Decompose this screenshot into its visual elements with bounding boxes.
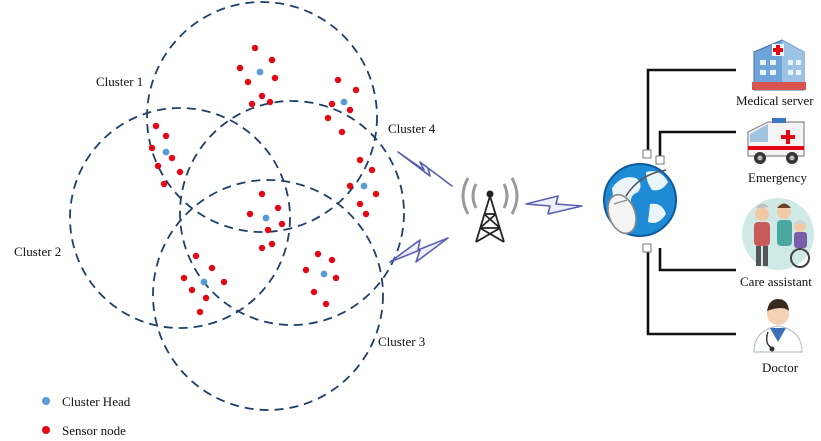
sensor-node (180, 274, 188, 282)
cluster-head-node (256, 68, 264, 76)
sensor-node (346, 182, 354, 190)
sensor-node (338, 128, 346, 136)
cluster-head-node (200, 278, 208, 286)
sensor-node (356, 200, 364, 208)
sensor-node (274, 204, 282, 212)
sensor-node (202, 294, 210, 302)
sensor-node (244, 78, 252, 86)
legend-sensor-node-label: Sensor node (62, 423, 126, 438)
sensor-node (176, 168, 184, 176)
cluster-circles (69, 1, 405, 411)
cluster-head-node (340, 98, 348, 106)
sensor-node (196, 308, 204, 316)
sensor-node (310, 288, 318, 296)
sensor-node (258, 92, 266, 100)
cluster-3-circle (152, 179, 384, 411)
legend: Cluster Head Sensor node (42, 394, 131, 438)
sensor-node (266, 98, 274, 106)
sensor-node (264, 226, 272, 234)
care-assistant-icon (742, 198, 814, 270)
cluster-2-circle (69, 107, 291, 329)
sensor-node (372, 190, 380, 198)
doctor-label: Doctor (762, 360, 799, 375)
cluster-head-node (262, 214, 270, 222)
medical-server-label: Medical server (736, 93, 814, 108)
sensor-node (328, 256, 336, 264)
connection-lines (642, 68, 736, 336)
sensor-node (148, 144, 156, 152)
cluster-head-node (320, 270, 328, 278)
cluster-head-node (360, 182, 368, 190)
cluster-1-label: Cluster 1 (96, 74, 143, 89)
sensor-node (248, 100, 256, 108)
sensor-node (314, 250, 322, 258)
cluster-1-circle (146, 1, 378, 233)
sensor-node (322, 300, 330, 308)
cluster-4-label: Cluster 4 (388, 121, 436, 136)
wireless-link-bolt-icon (389, 237, 449, 263)
sensor-node (278, 220, 286, 228)
sensor-node (268, 56, 276, 64)
sensor-node (192, 252, 200, 260)
cluster-head-node (162, 148, 170, 156)
sensor-node (160, 180, 168, 188)
cluster-3-label: Cluster 3 (378, 334, 425, 349)
legend-cluster-head-marker (42, 397, 50, 405)
sensor-node (356, 156, 364, 164)
sensor-node (188, 286, 196, 294)
sensor-node (258, 244, 266, 252)
sensor-node (220, 278, 228, 286)
sensor-node (334, 76, 342, 84)
sensor-node (324, 114, 332, 122)
doctor-icon (753, 299, 803, 353)
sensor-node (328, 100, 336, 108)
legend-cluster-head-label: Cluster Head (62, 394, 131, 409)
sensor-nodes (148, 44, 380, 316)
sensor-node (154, 162, 162, 170)
radio-tower-icon (461, 177, 519, 243)
sensor-node (152, 122, 160, 130)
sensor-node (302, 266, 310, 274)
legend-sensor-node-marker (42, 426, 50, 434)
sensor-node (246, 210, 254, 218)
cluster-heads (162, 68, 368, 286)
internet-globe-icon (603, 163, 677, 237)
emergency-label: Emergency (748, 170, 807, 185)
sensor-node (346, 106, 354, 114)
cluster-4-circle (179, 100, 405, 326)
sensor-node (268, 240, 276, 248)
sensor-node (168, 154, 176, 162)
care-assistant-label: Care assistant (740, 274, 812, 289)
ambulance-icon (747, 118, 805, 164)
sensor-node (362, 210, 370, 218)
cluster-2-label: Cluster 2 (14, 244, 61, 259)
sensor-node (251, 44, 259, 52)
sensor-node (368, 166, 376, 174)
sensor-node (208, 264, 216, 272)
sensor-node (236, 64, 244, 72)
wireless-link-bolt-icon (525, 195, 583, 215)
wireless-link-bolt-icon (397, 151, 453, 187)
sensor-node (332, 274, 340, 282)
sensor-node (162, 132, 170, 140)
sensor-node (352, 86, 360, 94)
sensor-node (258, 190, 266, 198)
hospital-icon (752, 39, 806, 91)
sensor-node (271, 74, 279, 82)
